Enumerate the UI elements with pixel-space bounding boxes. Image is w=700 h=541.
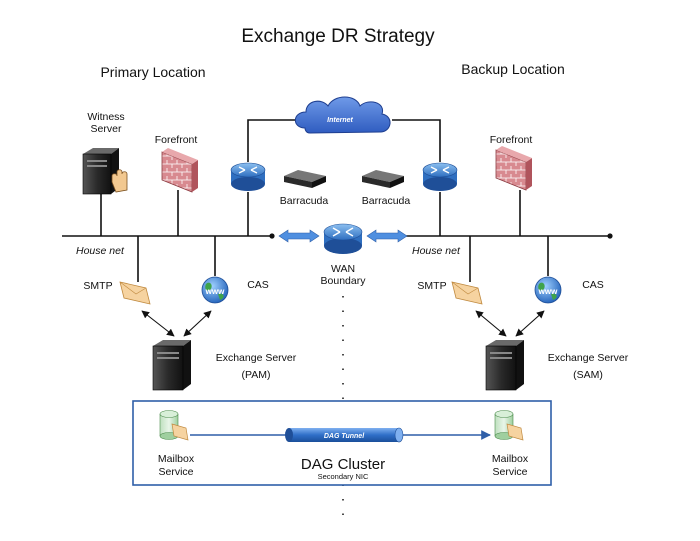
- witness-label-line1: Witness: [87, 111, 124, 123]
- bus-end-left: [269, 233, 275, 239]
- cas-left-label: CAS: [247, 279, 269, 291]
- witness-label-line2: Server: [91, 123, 122, 135]
- wan-label-line2: Boundary: [321, 275, 367, 287]
- barracuda-left-label: Barracuda: [280, 195, 329, 207]
- server-icon: [82, 148, 119, 195]
- exchange-left-label-line2: (PAM): [242, 369, 271, 381]
- exchange-right-label-line2: (SAM): [573, 369, 603, 381]
- mailbox-right-label-line2: Service: [492, 466, 527, 478]
- appliance-icon: [362, 170, 404, 188]
- secondary-nic-label: Secondary NIC: [318, 472, 369, 481]
- wan-arrow-right: [366, 229, 408, 243]
- database-icon: [494, 410, 524, 441]
- house-net-left-label: House net: [76, 245, 125, 257]
- server-icon: [485, 340, 524, 391]
- smtp-right-label: SMTP: [417, 280, 446, 292]
- forefront-left-label: Forefront: [155, 134, 198, 146]
- server-icon: [152, 340, 191, 391]
- smtp-left-label: SMTP: [83, 280, 112, 292]
- house-net-right-label: House net: [412, 245, 461, 257]
- barracuda-right-label: Barracuda: [362, 195, 411, 207]
- globe-icon: www: [201, 276, 229, 304]
- cas-exchange-link-left: [183, 310, 212, 337]
- appliance-icon: [284, 170, 326, 188]
- firewall-icon: [495, 146, 532, 191]
- tunnel-icon: [285, 427, 404, 443]
- database-icon: [159, 410, 189, 441]
- backup-location-heading: Backup Location: [461, 61, 565, 77]
- www-text-left: www: [205, 287, 225, 296]
- www-text-right: www: [538, 287, 558, 296]
- diagram-title: Exchange DR Strategy: [241, 26, 435, 47]
- cas-right-label: CAS: [582, 279, 604, 291]
- envelope-icon: [119, 281, 151, 305]
- hand-icon: [111, 169, 128, 193]
- internet-link-right: [392, 119, 441, 162]
- router-icon: [323, 223, 363, 254]
- dag-cluster-label: DAG Cluster: [301, 456, 385, 473]
- exchange-left-label-line1: Exchange Server: [216, 352, 297, 364]
- router-icon: [230, 162, 266, 191]
- dag-cluster-box: [132, 400, 552, 486]
- wan-arrow-left: [278, 229, 320, 243]
- internet-link-left: [247, 119, 300, 162]
- mailbox-right-label-line1: Mailbox: [492, 453, 529, 465]
- smtp-exchange-link-left: [141, 310, 175, 337]
- wan-label-line1: WAN: [331, 263, 355, 275]
- mailbox-left-label-line1: Mailbox: [158, 453, 195, 465]
- exchange-right-label-line1: Exchange Server: [548, 352, 629, 364]
- firewall-icon: [161, 148, 198, 193]
- primary-location-heading: Primary Location: [100, 64, 205, 80]
- smtp-exchange-link-right: [475, 310, 507, 337]
- bus-end-right: [607, 233, 613, 239]
- router-icon: [422, 162, 458, 191]
- dag-tunnel-label: DAG Tunnel: [324, 433, 365, 440]
- mailbox-left-label-line2: Service: [158, 466, 193, 478]
- globe-icon: www: [534, 276, 562, 304]
- internet-label: Internet: [327, 117, 353, 124]
- cloud-icon: [294, 96, 391, 134]
- forefront-right-label: Forefront: [490, 134, 533, 146]
- cas-exchange-link-right: [515, 310, 545, 337]
- envelope-icon: [451, 281, 483, 305]
